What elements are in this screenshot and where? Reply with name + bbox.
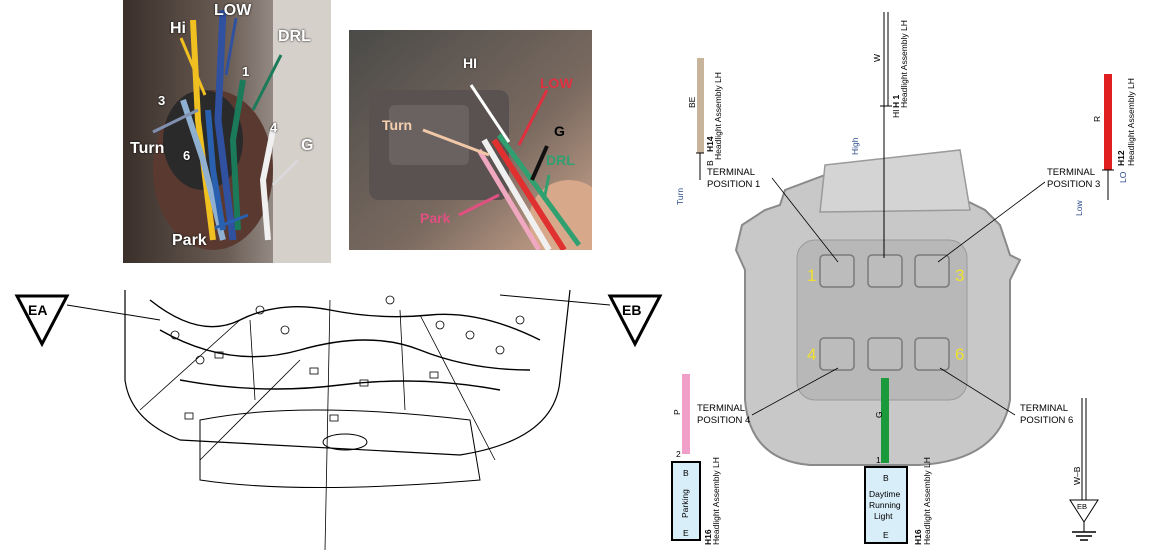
park-desc: Headlight Assembly LH bbox=[711, 457, 721, 545]
drl-box-bot: E bbox=[883, 530, 889, 540]
low-func: Low bbox=[1074, 200, 1084, 216]
drl-pin-no: 1 bbox=[876, 455, 881, 465]
pin-label-1: 1 bbox=[807, 266, 817, 285]
photo-1-image bbox=[123, 0, 331, 263]
photo1-label-g: G bbox=[301, 137, 314, 154]
pin-label-3: 3 bbox=[955, 266, 965, 285]
turn-color-code: BE bbox=[687, 96, 697, 108]
park-box-bot: E bbox=[683, 528, 689, 538]
photo2-label-turn: Turn bbox=[382, 117, 413, 133]
high-color-code: W bbox=[872, 53, 882, 62]
low-desc: Headlight Assembly LH bbox=[1126, 78, 1136, 166]
drl-color-code: G bbox=[874, 411, 884, 418]
photo2-label-low: LOW bbox=[540, 75, 573, 91]
photo1-label-pin4: 4 bbox=[270, 120, 278, 135]
park-color-code: P bbox=[672, 409, 682, 415]
drl-box-line-2: Running bbox=[869, 500, 901, 510]
connector-pins bbox=[819, 254, 950, 371]
terminal-position-3: TERMINAL POSITION 3 bbox=[1047, 167, 1101, 190]
pin-label-6: 6 bbox=[955, 345, 965, 364]
turn-func: Turn bbox=[675, 187, 685, 205]
park-pin-no: 2 bbox=[676, 449, 681, 459]
terminal-position-1: TERMINAL POSITION 1 bbox=[707, 167, 761, 190]
photo-connector-wires-2 bbox=[349, 30, 592, 250]
turn-term: B bbox=[705, 160, 715, 166]
terminal-position-6: TERMINAL POSITION 6 bbox=[1020, 403, 1074, 426]
low-term: LO bbox=[1118, 171, 1128, 183]
photo-2-image bbox=[349, 30, 592, 250]
drl-box-line-3: Light bbox=[874, 511, 893, 521]
photo2-label-g: G bbox=[554, 123, 565, 139]
marker-eb: EB bbox=[622, 302, 642, 318]
high-term: HI bbox=[891, 109, 901, 119]
marker-ea: EA bbox=[28, 302, 48, 318]
connector-diagram bbox=[671, 12, 1114, 544]
photo2-label-hi: HI bbox=[463, 55, 477, 71]
photo1-label-low: LOW bbox=[214, 2, 252, 19]
photo1-label-hi: Hi bbox=[170, 20, 186, 37]
photo1-label-pin3: 3 bbox=[158, 93, 166, 108]
high-desc: Headlight Assembly LH bbox=[899, 20, 909, 108]
ground-color-code: W–B bbox=[1072, 466, 1082, 485]
drl-box-top: B bbox=[883, 473, 889, 483]
pin-label-4: 4 bbox=[807, 345, 817, 364]
engine-bay-diagram bbox=[14, 289, 663, 550]
ground-marker-eb: EB bbox=[1077, 502, 1088, 511]
photo2-label-drl: DRL bbox=[546, 152, 575, 168]
photo1-label-park: Park bbox=[172, 232, 207, 249]
drl-box-line-1: Daytime bbox=[869, 489, 901, 499]
park-box-mid: Parking bbox=[680, 489, 690, 518]
park-box-top: B bbox=[683, 468, 689, 478]
low-pin-id: H12 bbox=[1116, 150, 1126, 166]
photo-connector-wires-1 bbox=[123, 0, 331, 263]
photo2-label-park: Park bbox=[420, 210, 451, 226]
low-color-code: R bbox=[1092, 115, 1102, 122]
photo1-label-pin1: 1 bbox=[242, 64, 250, 79]
photo1-label-drl: DRL bbox=[278, 28, 311, 45]
high-func: High bbox=[850, 137, 860, 155]
terminal-position-4: TERMINAL POSITION 4 bbox=[697, 403, 751, 426]
photo1-label-pin6: 6 bbox=[183, 148, 191, 163]
photo1-label-turn: Turn bbox=[130, 140, 165, 157]
drl-desc: Headlight Assembly LH bbox=[922, 457, 932, 545]
turn-desc: Headlight Assembly LH bbox=[713, 72, 723, 160]
